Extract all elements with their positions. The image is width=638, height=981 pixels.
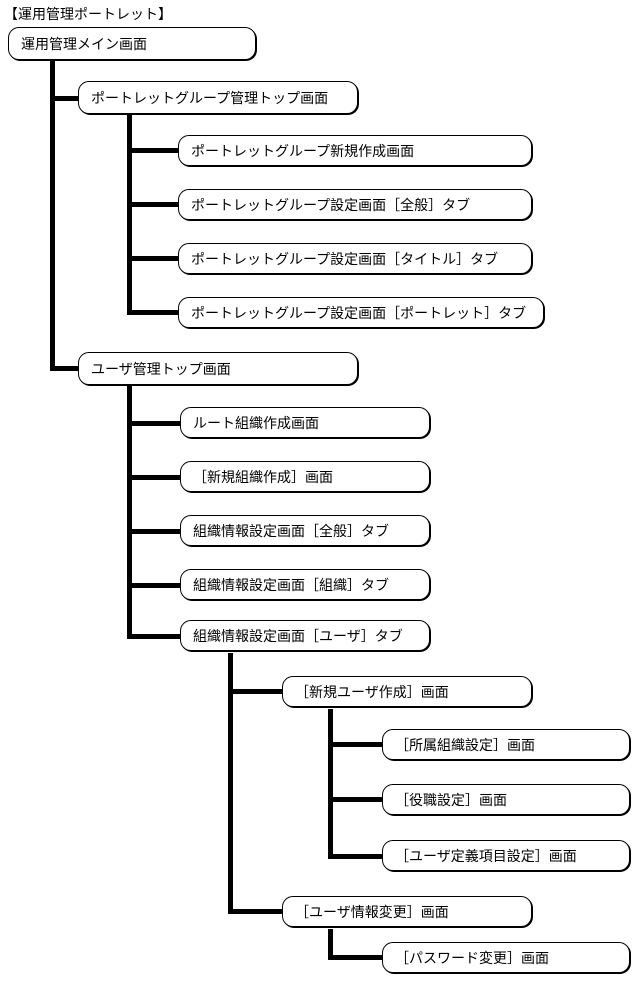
tree-connector-vertical (50, 60, 55, 371)
node-org-info-user-tab: 組織情報設定画面［ユーザ］タブ (180, 620, 430, 651)
tree-connector-horizontal (329, 742, 384, 747)
tree-connector-horizontal (128, 634, 182, 639)
node-admin-main: 運用管理メイン画面 (8, 27, 256, 60)
node-org-info-org-tab: 組織情報設定画面［組織］タブ (180, 569, 430, 600)
node-portlet-group-top: ポートレットグループ管理トップ画面 (78, 81, 358, 114)
tree-connector-horizontal (329, 797, 384, 802)
tree-connector-horizontal (128, 202, 180, 207)
tree-connector-horizontal (52, 366, 80, 371)
tree-connector-vertical (228, 653, 233, 914)
tree-connector-horizontal (128, 310, 180, 315)
tree-connector-vertical (328, 929, 333, 960)
node-portlet-group-create: ポートレットグループ新規作成画面 (178, 135, 532, 166)
node-portlet-group-settings-title-tab: ポートレットグループ設定画面［タイトル］タブ (178, 243, 532, 274)
tree-connector-vertical (127, 114, 132, 315)
node-org-assignment-setting: ［所属組織設定］画面 (382, 729, 630, 760)
tree-connector-horizontal (128, 583, 182, 588)
tree-connector-vertical (328, 709, 333, 859)
tree-connector-horizontal (128, 148, 180, 153)
node-root-org-create: ルート組織作成画面 (180, 407, 430, 438)
node-new-user-create: ［新規ユーザ作成］画面 (282, 676, 532, 707)
tree-connector-horizontal (329, 955, 384, 960)
tree-connector-horizontal (329, 854, 384, 859)
node-password-change: ［パスワード変更］画面 (382, 942, 630, 973)
node-user-defined-fields-setting: ［ユーザ定義項目設定］画面 (382, 840, 630, 871)
diagram-title: 【運用管理ポートレット】 (4, 6, 172, 22)
tree-connector-horizontal (128, 256, 180, 261)
node-user-info-change: ［ユーザ情報変更］画面 (282, 896, 532, 927)
tree-connector-horizontal (128, 529, 182, 534)
tree-connector-horizontal (52, 96, 80, 101)
tree-connector-horizontal (229, 909, 284, 914)
node-org-info-general-tab: 組織情報設定画面［全般］タブ (180, 515, 430, 546)
node-user-admin-top: ユーザ管理トップ画面 (78, 352, 358, 385)
tree-connector-horizontal (128, 475, 182, 480)
tree-connector-horizontal (229, 689, 284, 694)
tree-connector-horizontal (128, 421, 182, 426)
node-new-org-create: ［新規組織作成］画面 (180, 461, 430, 492)
node-portlet-group-settings-general-tab: ポートレットグループ設定画面［全般］タブ (178, 189, 532, 220)
node-post-setting: ［役職設定］画面 (382, 784, 630, 815)
node-portlet-group-settings-portlet-tab: ポートレットグループ設定画面［ポートレット］タブ (178, 297, 544, 328)
tree-connector-vertical (127, 385, 132, 639)
